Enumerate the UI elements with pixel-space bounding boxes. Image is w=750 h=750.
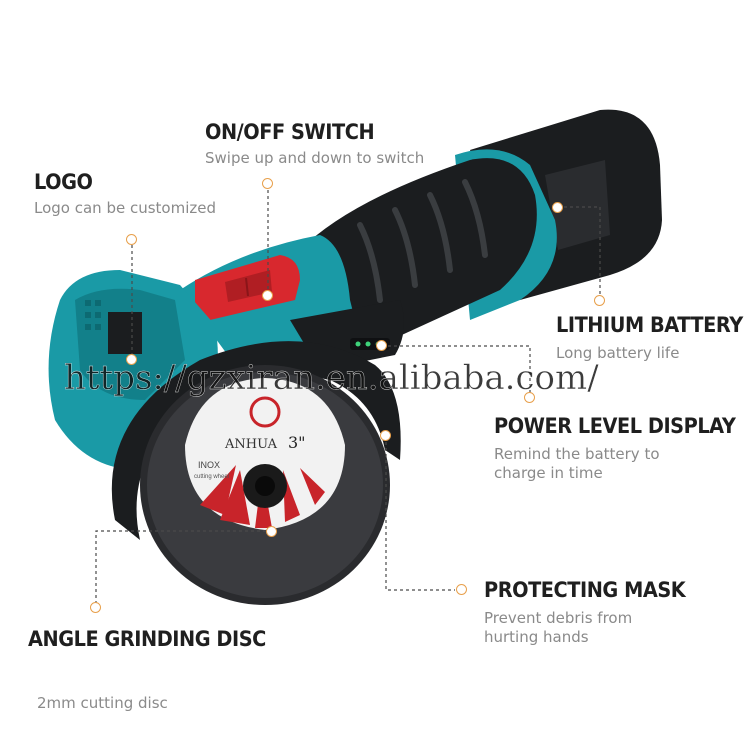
lithium-battery-desc: Long battery life xyxy=(556,344,680,362)
logo-title: LOGO xyxy=(34,170,93,194)
protecting-mask xyxy=(111,341,401,540)
callout-marker-icon xyxy=(90,602,101,613)
power-level-display-desc-1: Remind the battery to xyxy=(494,445,660,463)
on-off-switch-desc: Swipe up and down to switch xyxy=(205,149,425,167)
callout-marker-icon xyxy=(552,202,563,213)
callout-marker-icon xyxy=(524,392,535,403)
disc-material-text: INOX xyxy=(198,460,220,470)
callout-marker-icon xyxy=(262,178,273,189)
disc-size-text: 3" xyxy=(288,433,306,452)
lithium-battery-title: LITHIUM BATTERY xyxy=(556,313,743,337)
callout-marker-icon xyxy=(126,354,137,365)
protecting-mask-desc-2: hurting hands xyxy=(484,628,589,646)
disc-brand-text: ANHUA xyxy=(224,437,278,452)
callout-marker-icon xyxy=(262,290,273,301)
leader-lines xyxy=(95,190,601,604)
callout-marker-icon xyxy=(126,234,137,245)
protecting-mask-title: PROTECTING MASK xyxy=(484,578,686,602)
callout-marker-icon xyxy=(380,430,391,441)
callout-marker-icon xyxy=(376,340,387,351)
power-level-display-desc-2: charge in time xyxy=(494,464,603,482)
power-level-display-title: POWER LEVEL DISPLAY xyxy=(494,414,736,438)
angle-grinding-disc-desc: 2mm cutting disc xyxy=(37,694,168,712)
callout-marker-icon xyxy=(266,526,277,537)
protecting-mask-desc-1: Prevent debris from xyxy=(484,609,633,627)
angle-grinding-disc-title: ANGLE GRINDING DISC xyxy=(28,627,266,651)
on-off-switch-title: ON/OFF SWITCH xyxy=(205,120,375,144)
grip-handle xyxy=(300,158,537,346)
callout-marker-icon xyxy=(594,295,605,306)
disc-type-text: cutting wheel xyxy=(194,474,229,480)
watermark-url: https://gzxiran.en.alibaba.com/ xyxy=(64,358,599,398)
logo-desc: Logo can be customized xyxy=(34,199,216,217)
callout-marker-icon xyxy=(456,584,467,595)
